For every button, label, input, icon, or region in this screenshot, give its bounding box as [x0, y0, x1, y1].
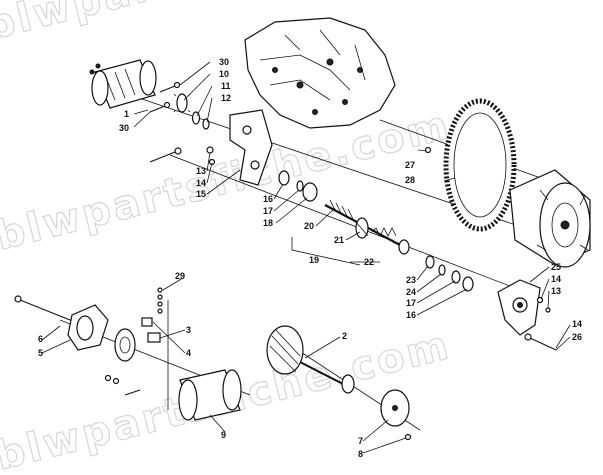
callout-17: 17 [263, 206, 273, 216]
bolt-30-upper [159, 81, 181, 93]
callout-14: 14 [196, 178, 206, 188]
small-fasteners [104, 374, 141, 396]
starter-motor-1 [89, 59, 157, 109]
callout-3: 3 [186, 325, 191, 335]
bolt-8 [404, 433, 412, 441]
callout-16b: 16 [406, 310, 416, 320]
bearing-18 [302, 182, 318, 202]
callout-29: 29 [175, 271, 185, 281]
callout-2: 2 [342, 331, 347, 341]
snap-ring-24 [438, 264, 446, 276]
mounting-bracket-15 [229, 109, 273, 186]
callout-23: 23 [406, 275, 416, 285]
armature-2 [266, 325, 355, 394]
bushing-16 [278, 170, 290, 186]
callout-26: 26 [572, 332, 582, 342]
brush-set-29 [157, 287, 163, 314]
bolt-30-lower [149, 101, 171, 113]
callout-18: 18 [263, 218, 273, 228]
terminal-bolt-6 [14, 295, 76, 323]
engine-block [244, 17, 396, 129]
callout-22: 22 [364, 257, 374, 267]
bolt-26 [524, 333, 557, 351]
callout-15: 15 [196, 189, 206, 199]
callout-14c: 14 [572, 319, 582, 329]
callout-6: 6 [38, 334, 43, 344]
end-housing-25 [497, 279, 541, 336]
callout-10: 10 [219, 69, 229, 79]
drive-end-plate [380, 389, 410, 427]
watermark-middle: blwpartsfiche.com [0, 102, 456, 260]
callout-9: 9 [221, 430, 226, 440]
axis-line-middle [169, 154, 521, 291]
bolt-13-upper [149, 147, 182, 163]
callout-8: 8 [358, 449, 363, 459]
clutch-21 [355, 217, 369, 239]
bolt-13b [545, 307, 551, 313]
brush-holder-4 [141, 317, 161, 343]
callout-16: 16 [263, 194, 273, 204]
callout-28: 28 [405, 175, 415, 185]
callout-11: 11 [221, 81, 231, 91]
leader-lines [41, 61, 571, 454]
bolt-27 [424, 146, 432, 154]
snap-ring-12 [202, 118, 210, 130]
end-cap-5 [67, 304, 109, 351]
drive-clutch [509, 169, 591, 268]
callout-7: 7 [358, 436, 363, 446]
watermark-top: blwpartsfiche.com [0, 0, 446, 50]
callout-12: 12 [221, 93, 231, 103]
pinion-22 [398, 239, 410, 255]
bushing-16b [462, 276, 474, 292]
callout-1: 1 [124, 109, 129, 119]
nut-14b [536, 296, 544, 304]
callout-30-lower: 30 [119, 123, 129, 133]
callout-5: 5 [38, 348, 43, 358]
bracket-19 [291, 237, 361, 266]
callout-25: 25 [551, 262, 561, 272]
callout-14b: 14 [551, 274, 561, 284]
callout-13b: 13 [551, 286, 561, 296]
brush-plate [114, 328, 136, 362]
callout-13: 13 [196, 166, 206, 176]
washer-13 [206, 146, 214, 154]
starter-gear-10 [173, 93, 191, 113]
callout-24: 24 [406, 287, 416, 297]
callout-4: 4 [186, 348, 191, 358]
callout-27: 27 [405, 160, 415, 170]
callout-20: 20 [304, 221, 314, 231]
callout-30-upper: 30 [219, 57, 229, 67]
callout-21: 21 [334, 235, 344, 245]
callout-19: 19 [309, 255, 319, 265]
callout-17b: 17 [406, 298, 416, 308]
ring-gear-28 [443, 98, 517, 232]
field-housing-9 [178, 369, 242, 421]
washer-23 [425, 255, 435, 269]
spring-22 [371, 227, 397, 237]
washer-17 [296, 180, 304, 192]
washer-17b [451, 270, 461, 284]
